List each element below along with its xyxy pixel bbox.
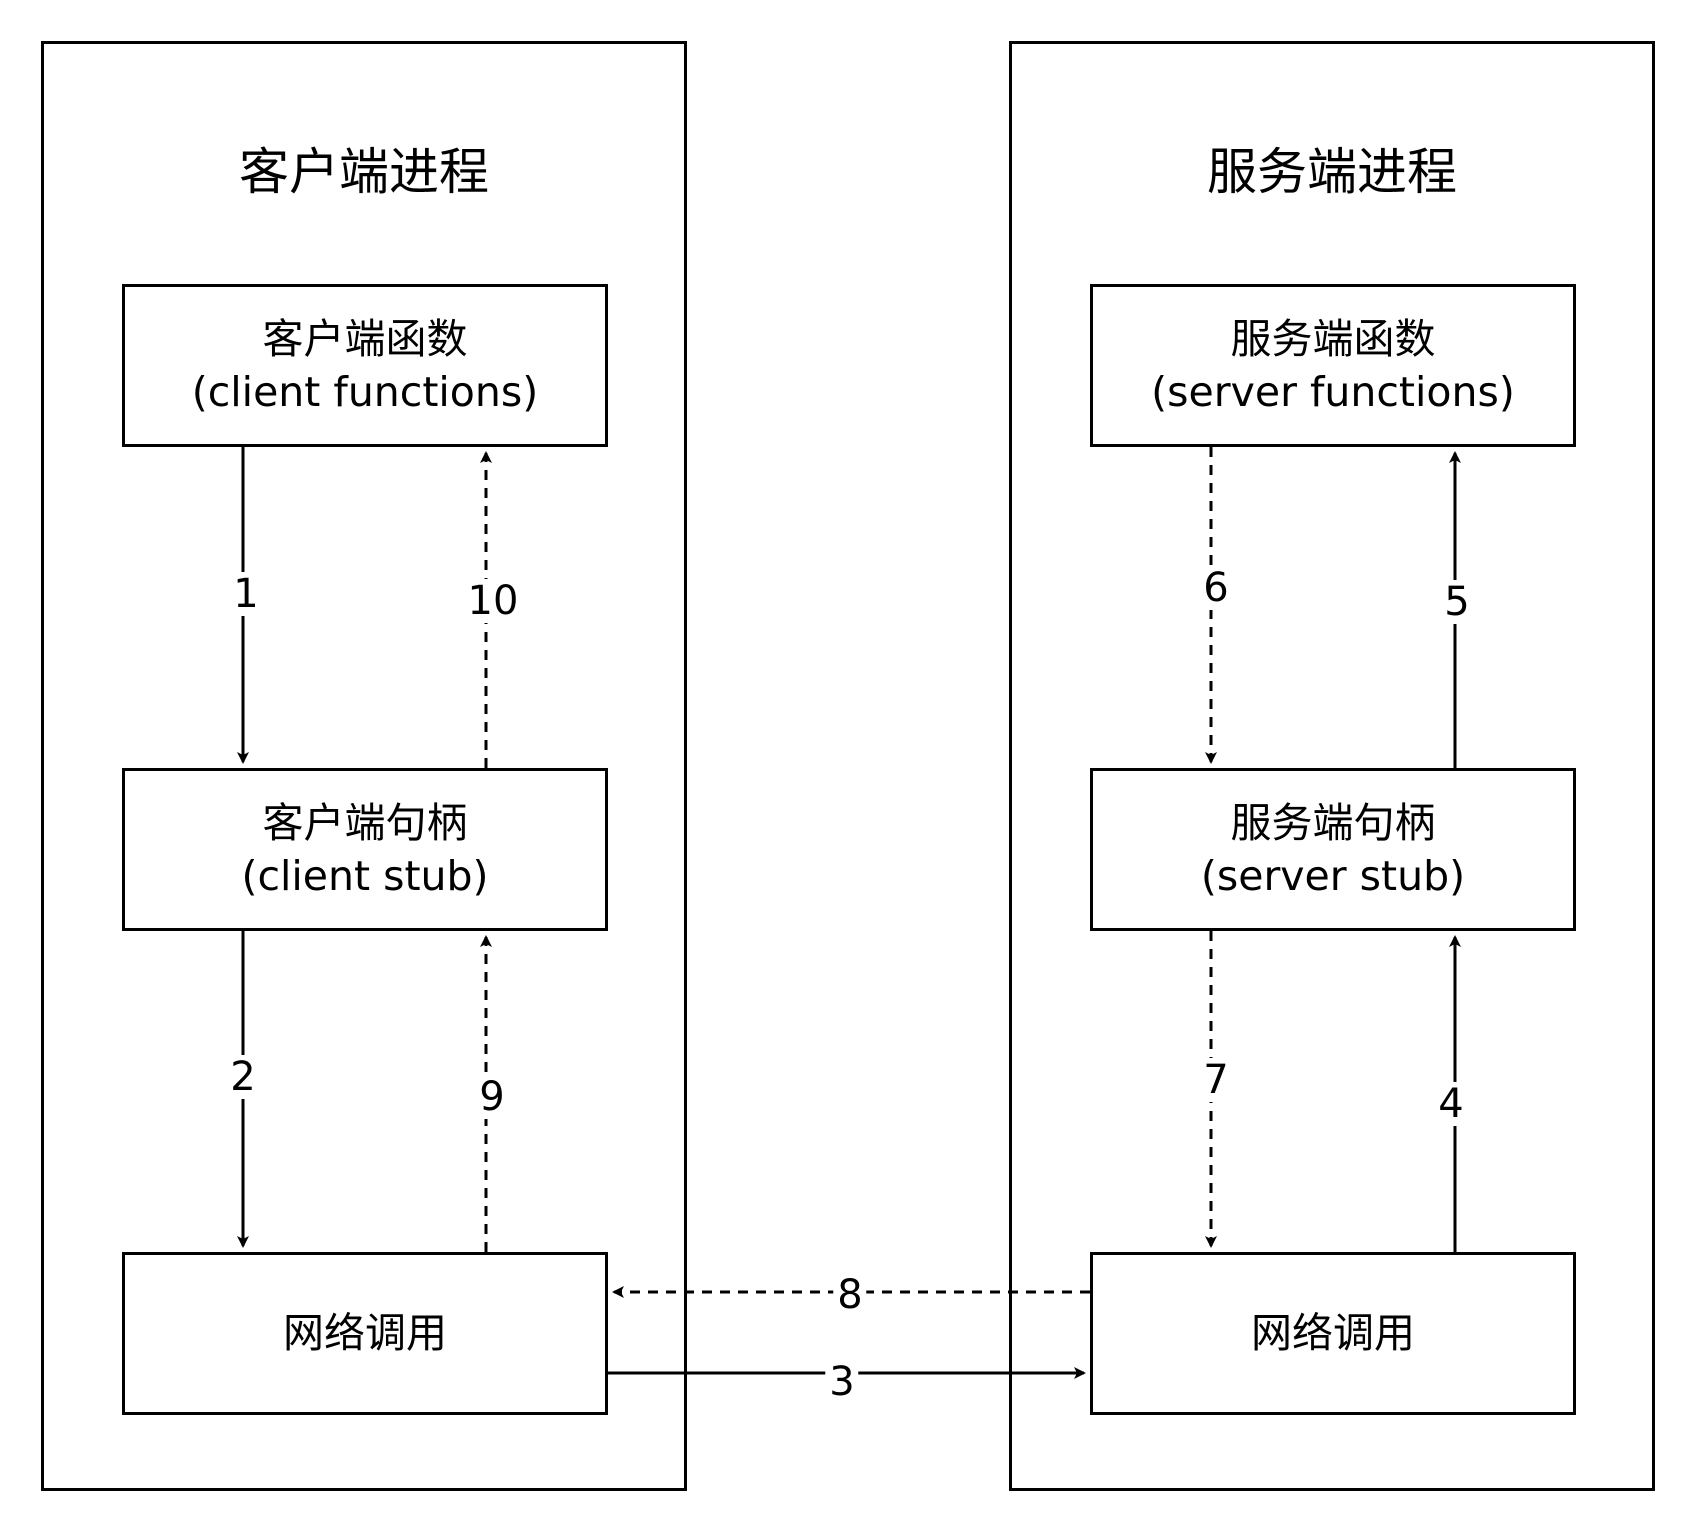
client-process-container: 客户端进程	[41, 41, 687, 1491]
client-stub-label-zh: 客户端句柄	[262, 799, 468, 848]
server-network-label: 网络调用	[1251, 1309, 1415, 1358]
client-stub-box: 客户端句柄 (client stub)	[122, 768, 608, 931]
client-functions-label-en: (client functions)	[191, 367, 539, 416]
step-label-3: 3	[825, 1360, 859, 1404]
step-label-2: 2	[226, 1055, 260, 1099]
server-stub-label-en: (server stub)	[1200, 851, 1466, 900]
step-label-1: 1	[229, 572, 263, 616]
server-functions-label-en: (server functions)	[1151, 367, 1515, 416]
server-functions-box: 服务端函数 (server functions)	[1090, 284, 1576, 447]
server-stub-label-zh: 服务端句柄	[1230, 799, 1436, 848]
server-network-box: 网络调用	[1090, 1252, 1576, 1415]
step-label-6: 6	[1199, 566, 1233, 610]
step-label-4: 4	[1434, 1082, 1468, 1126]
step-label-10: 10	[463, 579, 523, 623]
server-functions-label-zh: 服务端函数	[1230, 315, 1436, 364]
client-functions-box: 客户端函数 (client functions)	[122, 284, 608, 447]
step-label-5: 5	[1440, 580, 1474, 624]
step-label-8: 8	[833, 1273, 867, 1317]
server-process-title: 服务端进程	[1207, 143, 1457, 201]
client-functions-label-zh: 客户端函数	[262, 315, 468, 364]
client-process-title: 客户端进程	[239, 143, 489, 201]
server-stub-box: 服务端句柄 (server stub)	[1090, 768, 1576, 931]
step-label-7: 7	[1199, 1058, 1233, 1102]
client-network-label: 网络调用	[283, 1309, 447, 1358]
server-process-container: 服务端进程	[1009, 41, 1655, 1491]
client-stub-label-en: (client stub)	[241, 851, 489, 900]
step-label-9: 9	[475, 1075, 509, 1119]
client-network-box: 网络调用	[122, 1252, 608, 1415]
